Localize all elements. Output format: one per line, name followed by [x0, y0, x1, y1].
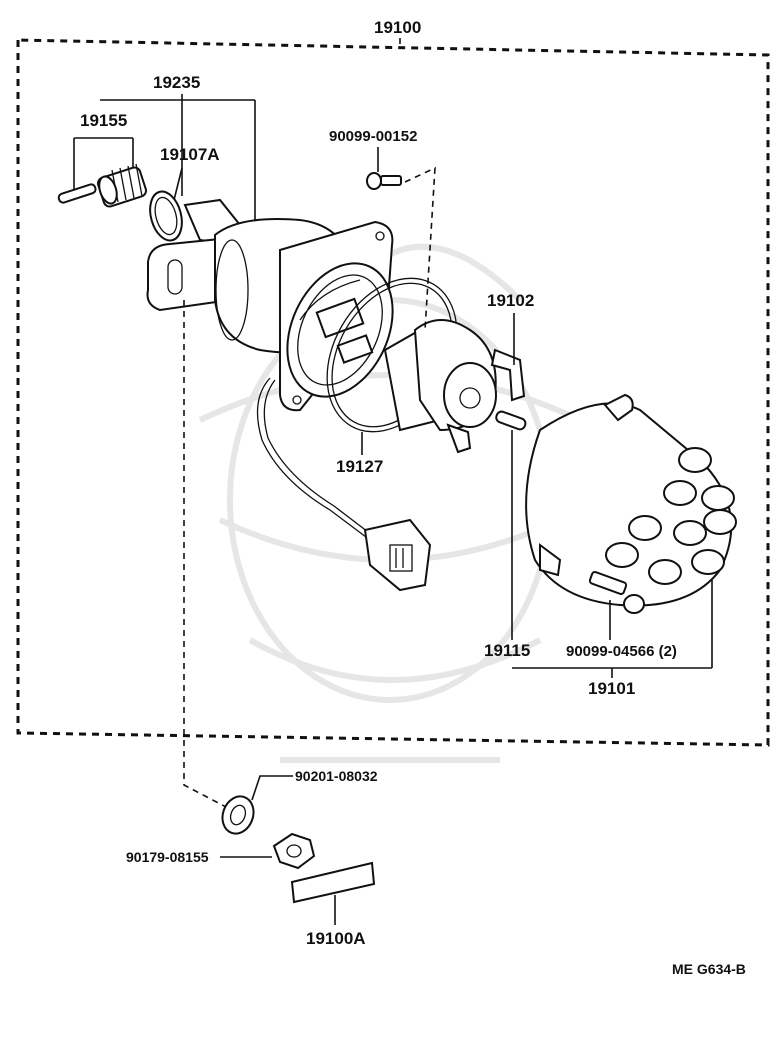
- leader-19101: [512, 580, 713, 678]
- leader-19235: [100, 94, 256, 225]
- rotor-part: [383, 319, 526, 454]
- label-19127: 19127: [336, 457, 383, 476]
- mount-dashed-guide: [183, 300, 229, 809]
- label-19101: 19101: [588, 679, 635, 698]
- label-19235: 19235: [153, 73, 200, 92]
- label-plate-part: [290, 861, 376, 904]
- label-90179-08155: 90179-08155: [126, 849, 209, 865]
- leader-washer: [251, 775, 293, 801]
- label-19115: 19115: [484, 641, 530, 660]
- label-90201-08032: 90201-08032: [295, 768, 378, 784]
- distributor-cap-part: [525, 393, 737, 614]
- o-ring-a-part: [149, 190, 183, 242]
- nut-part: [272, 832, 316, 870]
- label-19155: 19155: [80, 111, 127, 130]
- assembly-boundary: [16, 38, 770, 747]
- label-19100A: 19100A: [306, 929, 366, 948]
- carbon-part: [495, 410, 527, 431]
- diagram-code: ME G634-B: [672, 961, 746, 977]
- label-19102: 19102: [487, 291, 534, 310]
- screw-part: [366, 172, 402, 190]
- label-19107A: 19107A: [160, 145, 220, 164]
- distributor-housing-part: [146, 198, 394, 412]
- label-90099-04566: 90099-04566 (2): [566, 643, 677, 660]
- washer-part: [221, 795, 255, 835]
- label-19100: 19100: [374, 18, 421, 37]
- wire-harness-part: [256, 377, 432, 592]
- leader-19155: [73, 137, 134, 190]
- gear-pin-part: [57, 163, 147, 208]
- label-90099-00152: 90099-00152: [329, 128, 417, 145]
- leader-19107A: [173, 167, 183, 201]
- screw-dashed-guide: [404, 166, 436, 331]
